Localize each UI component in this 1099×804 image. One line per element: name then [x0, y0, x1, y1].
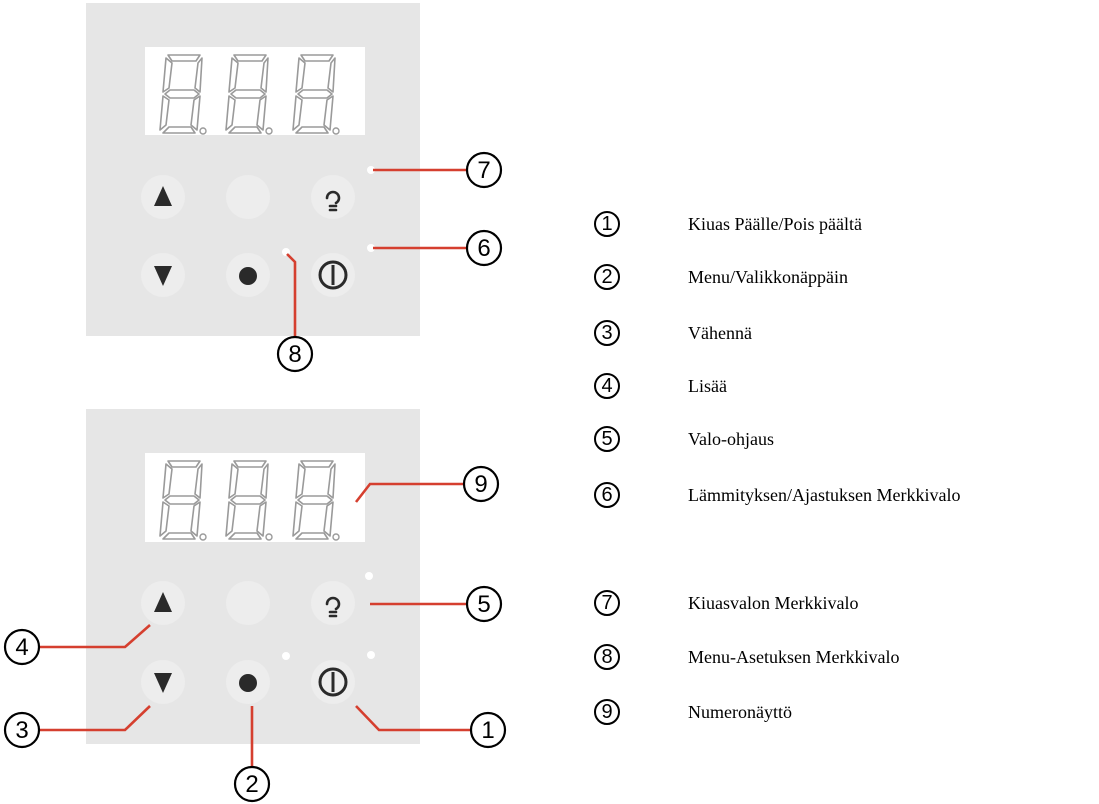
legend-label: Vähennä [688, 322, 752, 343]
svg-text:9: 9 [474, 471, 487, 498]
legend-number: 5 [594, 426, 620, 452]
top-heating-indicator-led [367, 244, 375, 252]
legend-item-3: 3 Vähennä [594, 317, 752, 349]
callout-5: 5 [465, 585, 503, 623]
callout-9: 9 [462, 465, 500, 503]
bottom-control-panel [86, 409, 420, 744]
legend-item-2: 2 Menu/Valikkonäppäin [594, 261, 848, 293]
bottom-heating-indicator-led [367, 651, 375, 659]
bottom-blank-button[interactable] [226, 581, 270, 625]
top-menu-button[interactable] [226, 253, 270, 297]
legend-item-8: 8 Menu-Asetuksen Merkkivalo [594, 641, 899, 673]
legend-number: 1 [594, 211, 620, 237]
leader-lines [40, 168, 470, 778]
power-icon [318, 260, 348, 290]
legend-number: 8 [594, 644, 620, 670]
legend-item-6: 6 Lämmityksen/Ajastuksen Merkkivalo [594, 479, 960, 511]
down-triangle-icon [154, 266, 172, 286]
legend-number: 2 [594, 264, 620, 290]
legend-label: Kiuas Päälle/Pois päältä [688, 213, 862, 234]
callout-2: 2 [233, 765, 271, 803]
top-blank-button[interactable] [226, 175, 270, 219]
legend-label: Numeronäyttö [688, 701, 792, 722]
top-up-button[interactable] [141, 175, 185, 219]
svg-text:6: 6 [477, 235, 490, 262]
legend-item-9: 9 Numeronäyttö [594, 696, 792, 728]
callout-8: 8 [276, 335, 314, 373]
bottom-menu-button[interactable] [226, 660, 270, 704]
bottom-up-button[interactable] [141, 581, 185, 625]
svg-text:2: 2 [245, 771, 258, 798]
legend-item-5: 5 Valo-ohjaus [594, 423, 774, 455]
top-control-panel [86, 3, 420, 336]
legend-number: 4 [594, 373, 620, 399]
svg-text:8: 8 [288, 341, 301, 368]
svg-text:3: 3 [15, 717, 28, 744]
light-bulb-icon [325, 596, 341, 618]
dot-icon [239, 674, 257, 692]
top-down-button[interactable] [141, 253, 185, 297]
legend-label: Kiuasvalon Merkkivalo [688, 592, 859, 613]
callout-6: 6 [465, 229, 503, 267]
legend-number: 6 [594, 482, 620, 508]
callout-7: 7 [465, 151, 503, 189]
bottom-down-button[interactable] [141, 660, 185, 704]
top-light-indicator-led [367, 166, 375, 174]
legend-item-4: 4 Lisää [594, 370, 727, 402]
legend-number: 7 [594, 590, 620, 616]
svg-text:4: 4 [15, 634, 28, 661]
svg-text:1: 1 [481, 717, 494, 744]
legend-label: Lämmityksen/Ajastuksen Merkkivalo [688, 484, 961, 505]
leader-line-9 [354, 482, 463, 503]
leader-line-1 [355, 705, 470, 732]
legend-label: Valo-ohjaus [688, 428, 774, 449]
legend-label: Lisää [688, 375, 727, 396]
down-triangle-icon [154, 673, 172, 693]
svg-text:7: 7 [477, 157, 490, 184]
leader-line-8 [286, 253, 297, 336]
top-light-button[interactable] [311, 175, 355, 219]
up-triangle-icon [154, 186, 172, 206]
legend-item-1: 1 Kiuas Päälle/Pois päältä [594, 208, 862, 240]
callout-1: 1 [469, 711, 507, 749]
legend-label: Menu-Asetuksen Merkkivalo [688, 646, 900, 667]
leader-line-4 [40, 624, 151, 649]
bottom-light-indicator-led [365, 572, 373, 580]
up-triangle-icon [154, 592, 172, 612]
bottom-light-button[interactable] [311, 581, 355, 625]
legend-label: Menu/Valikkonäppäin [688, 266, 848, 287]
legend-item-7: 7 Kiuasvalon Merkkivalo [594, 587, 858, 619]
callout-3: 3 [3, 711, 41, 749]
legend-number: 3 [594, 320, 620, 346]
callout-4: 4 [3, 628, 41, 666]
top-power-button[interactable] [311, 253, 355, 297]
bottom-power-button[interactable] [311, 660, 355, 704]
bottom-menu-indicator-led [282, 652, 290, 660]
svg-text:5: 5 [477, 591, 490, 618]
leader-line-3 [40, 705, 151, 732]
legend-number: 9 [594, 699, 620, 725]
dot-icon [239, 267, 257, 285]
light-bulb-icon [325, 190, 341, 212]
power-icon [318, 667, 348, 697]
